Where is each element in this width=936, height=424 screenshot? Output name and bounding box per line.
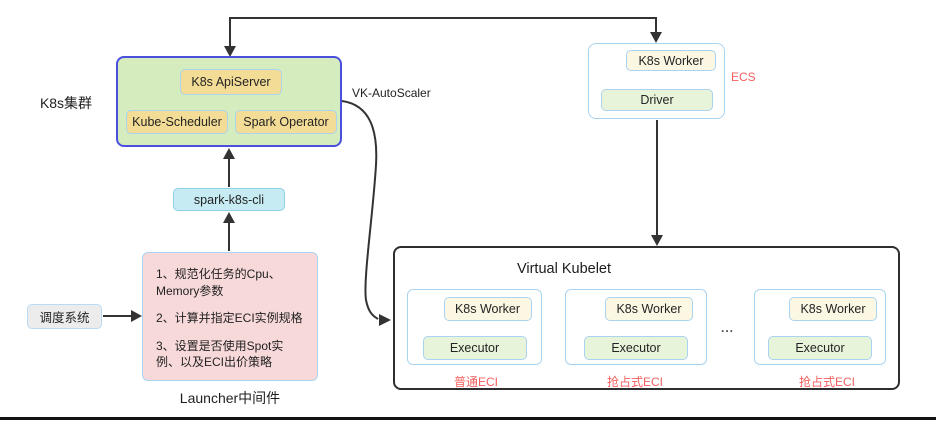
eci-instance-3: K8s Worker Executor: [754, 289, 886, 365]
eci2-type-tag: 抢占式ECI: [606, 375, 664, 389]
node-eci1-k8s-worker: K8s Worker: [443, 297, 532, 321]
ecs-box: K8s Worker Driver: [588, 43, 725, 119]
launcher-box: 1、规范化任务的Cpu、Memory参数 2、计算并指定ECI实例规格 3、设置…: [142, 252, 318, 381]
vk-autoscaler-label: VK-AutoScaler: [352, 86, 431, 100]
bottom-divider: [0, 417, 936, 420]
node-spark-k8s-cli: spark-k8s-cli: [173, 188, 285, 211]
ecs-tag: ECS: [731, 70, 756, 84]
node-driver: Driver: [601, 89, 713, 111]
connector-cluster-ecs: [229, 17, 657, 47]
node-eci3-executor: Executor: [768, 336, 872, 360]
node-eci3-k8s-worker: K8s Worker: [789, 297, 877, 321]
arrowhead-into-sparkcli: [223, 212, 235, 223]
node-eci2-executor: Executor: [584, 336, 688, 360]
k8s-cluster-box: K8s ApiServer Kube-Scheduler Spark Opera…: [116, 56, 342, 147]
connector-vk-autoscaler: [341, 100, 379, 320]
arrowhead-into-cluster-bottom: [223, 148, 235, 159]
more-instances-ellipsis: ...: [721, 321, 735, 335]
node-eci2-k8s-worker: K8s Worker: [605, 297, 693, 321]
node-spark-operator: Spark Operator: [235, 110, 337, 134]
eci1-type-tag: 普通ECI: [453, 375, 499, 389]
arrowhead-into-ecs-top: [650, 32, 662, 43]
launcher-step-1: 1、规范化任务的Cpu、Memory参数: [156, 267, 281, 298]
virtual-kubelet-box: Virtual Kubelet K8s Worker Executor K8s …: [393, 246, 900, 390]
eci-instance-1: K8s Worker Executor: [407, 289, 542, 365]
arrowhead-into-launcher: [131, 310, 142, 322]
arrowhead-into-vk-left: [379, 314, 391, 326]
launcher-caption: Launcher中间件: [179, 390, 281, 406]
eci3-type-tag: 抢占式ECI: [798, 375, 856, 389]
launcher-step-3: 3、设置是否使用Spot实例、以及ECI出价策略: [156, 338, 284, 370]
node-kube-scheduler: Kube-Scheduler: [126, 110, 228, 134]
arrowhead-into-cluster-top: [224, 46, 236, 57]
eci-instance-2: K8s Worker Executor: [565, 289, 707, 365]
virtual-kubelet-title: Virtual Kubelet: [516, 261, 612, 277]
node-scheduler-system: 调度系统: [27, 304, 102, 329]
launcher-step-2: 2、计算并指定ECI实例规格: [156, 311, 303, 326]
node-eci1-executor: Executor: [422, 336, 527, 360]
k8s-cluster-label: K8s集群: [39, 95, 93, 111]
arrowhead-into-vk-top: [651, 235, 663, 246]
node-ecs-k8s-worker: K8s Worker: [626, 50, 716, 71]
node-k8s-apiserver: K8s ApiServer: [180, 69, 282, 95]
